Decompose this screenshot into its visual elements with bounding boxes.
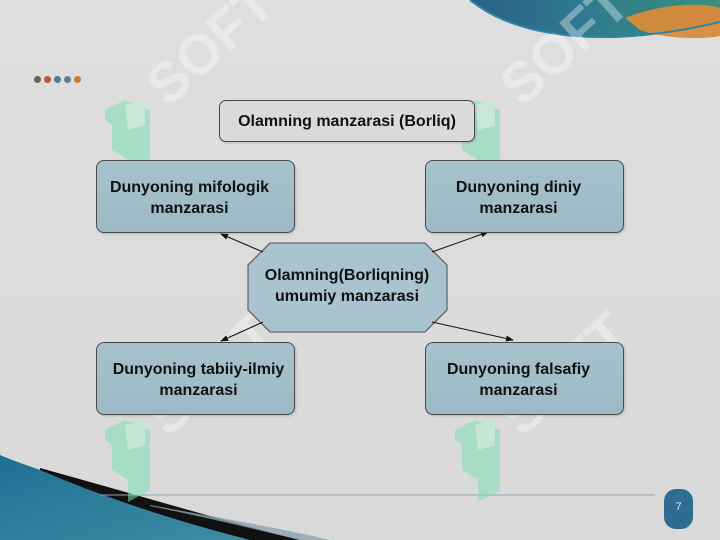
center-node-line1: Olamning(Borliqning) [264, 267, 430, 284]
node-mifologik: Dunyoning mifologik manzarasi [96, 160, 295, 233]
bottom-swoosh [0, 455, 290, 540]
center-node-label: Olamning(Borliqning) umumiy manzarasi [247, 265, 447, 307]
dot-4 [64, 76, 71, 83]
top-node-label: Olamning manzarasi (Borliq) [238, 113, 456, 130]
dot-3 [54, 76, 61, 83]
top-swoosh-accent [625, 4, 720, 39]
node-mifologik-line2: manzarasi [150, 200, 229, 217]
page-number-badge: 7 [664, 489, 693, 529]
dot-5 [74, 76, 81, 83]
node-falsafiy-line2: manzarasi [479, 382, 558, 399]
decorative-dots [34, 76, 81, 83]
connector-to-falsafiy [431, 321, 514, 342]
connector-to-diniy [431, 231, 489, 253]
node-tabiiy-ilmiy: Dunyoning tabiiy-ilmiy manzarasi [96, 342, 295, 415]
center-node-line2: umumiy manzarasi [274, 288, 420, 305]
connector-to-mifologik [220, 233, 264, 253]
node-diniy: Dunyoning diniy manzarasi [425, 160, 624, 233]
node-falsafiy: Dunyoning falsafiy manzarasi [425, 342, 624, 415]
connector-to-tabiiy-ilmiy [220, 321, 264, 342]
node-mifologik-line1: Dunyoning mifologik [109, 179, 270, 196]
top-node: Olamning manzarasi (Borliq) [219, 100, 475, 142]
dot-1 [34, 76, 41, 83]
node-tabiiy-ilmiy-line2: manzarasi [159, 382, 238, 399]
center-octagon [247, 242, 448, 333]
node-diniy-line2: manzarasi [479, 200, 558, 217]
bottom-gray-wedge [150, 505, 330, 540]
node-diniy-line1: Dunyoning diniy [455, 179, 582, 196]
page-number: 7 [675, 501, 682, 513]
node-tabiiy-ilmiy-line1: Dunyoning tabiiy-ilmiy [112, 361, 285, 378]
node-falsafiy-line1: Dunyoning falsafiy [446, 361, 591, 378]
dot-2 [44, 76, 51, 83]
